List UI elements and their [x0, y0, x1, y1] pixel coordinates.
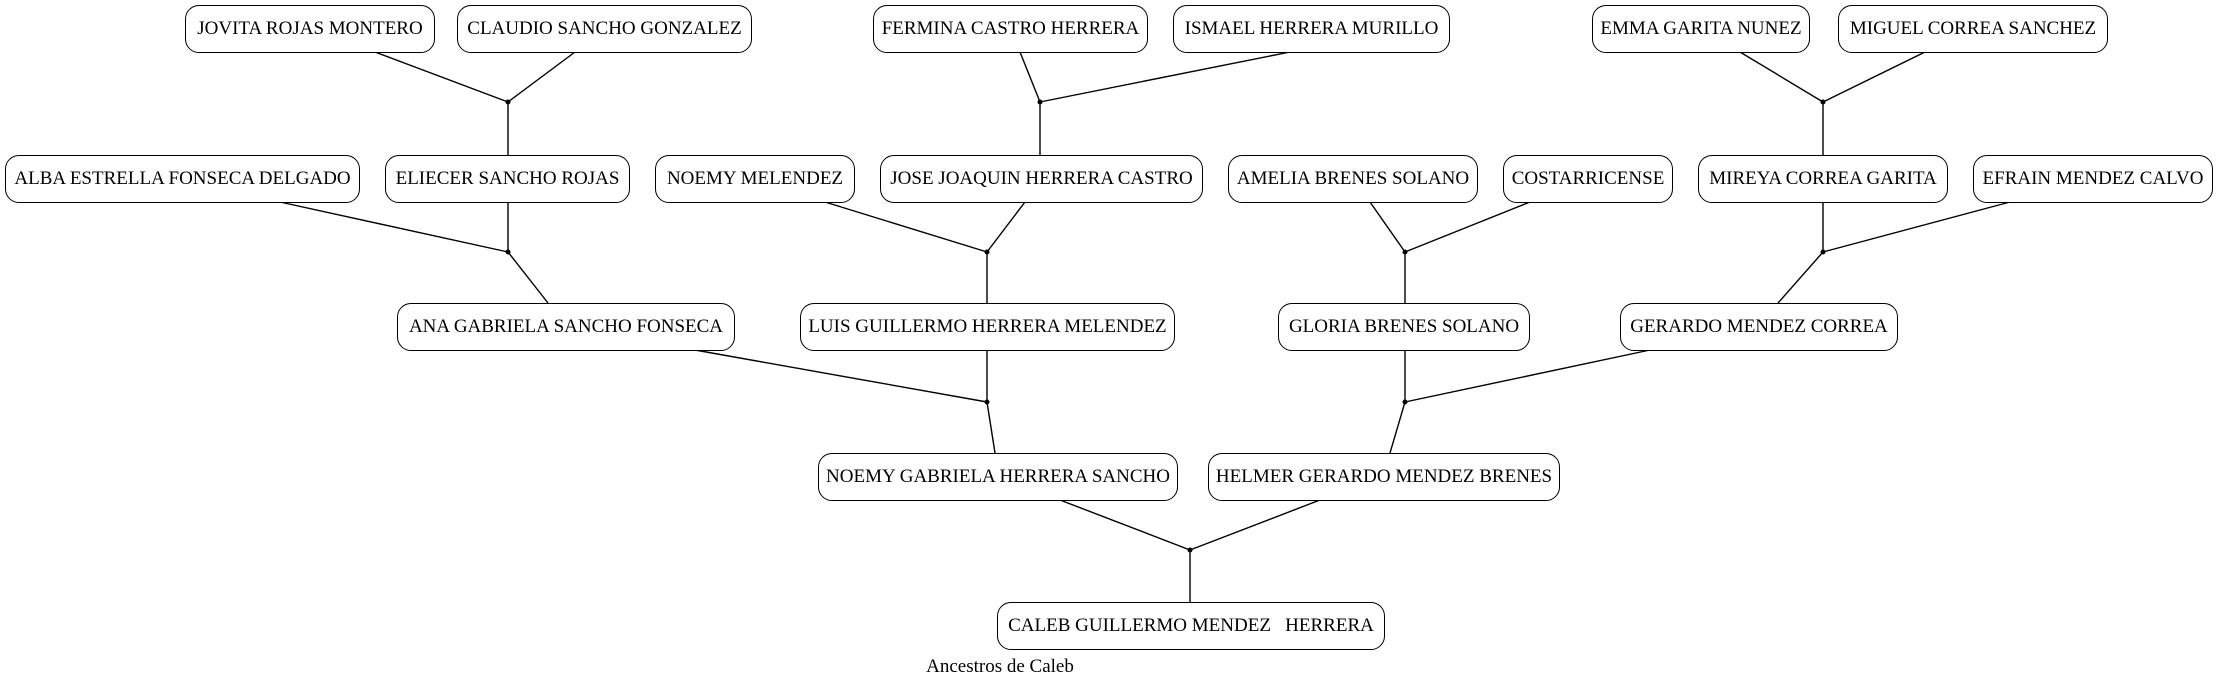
person-gloria-brenes-solano[interactable]: GLORIA BRENES SOLANO: [1278, 303, 1530, 351]
person-gerardo-mendez-correa[interactable]: GERARDO MENDEZ CORREA: [1620, 303, 1898, 351]
connector-line: [1369, 201, 1406, 253]
junction-dot: [984, 249, 990, 255]
person-costarricense[interactable]: COSTARRICENSE: [1503, 155, 1673, 203]
connector-line: [1389, 401, 1406, 454]
person-fermina-castro-herrera[interactable]: FERMINA CASTRO HERRERA: [873, 5, 1148, 53]
connector-line: [986, 401, 996, 454]
person-luis-guillermo-herrera-melendez[interactable]: LUIS GUILLERMO HERRERA MELENDEZ: [800, 303, 1175, 351]
connector-line: [1822, 51, 1926, 103]
connector-line: [1404, 201, 1531, 253]
diagram-caption: Ancestros de Caleb: [926, 656, 1074, 677]
person-emma-garita-nunez[interactable]: EMMA GARITA NUNEZ: [1592, 5, 1810, 53]
connector-line: [1822, 201, 2011, 253]
person-claudio-sancho-gonzalez[interactable]: CLAUDIO SANCHO GONZALEZ: [457, 5, 752, 53]
connector-line: [1739, 51, 1824, 103]
person-ana-gabriela-sancho-fonseca[interactable]: ANA GABRIELA SANCHO FONSECA: [397, 303, 735, 351]
junction-dot: [1402, 249, 1408, 255]
person-jose-joaquin-herrera-castro[interactable]: JOSE JOAQUIN HERRERA CASTRO: [880, 155, 1203, 203]
junction-dot: [505, 99, 511, 105]
connector-line: [1189, 499, 1321, 551]
junction-dot: [1820, 249, 1826, 255]
person-jovita-rojas-montero[interactable]: JOVITA ROJAS MONTERO: [185, 5, 435, 53]
connector-line: [694, 349, 988, 403]
connector-line: [1059, 499, 1191, 551]
person-efrain-mendez-calvo[interactable]: EFRAIN MENDEZ CALVO: [1973, 155, 2213, 203]
connector-line: [374, 51, 509, 103]
connector-line: [1777, 251, 1824, 304]
connector-line: [1404, 349, 1651, 403]
connector-line: [507, 251, 549, 304]
junction-dot: [1037, 99, 1043, 105]
person-helmer-gerardo-mendez-brenes[interactable]: HELMER GERARDO MENDEZ BRENES: [1208, 453, 1560, 501]
person-mireya-correa-garita[interactable]: MIREYA CORREA GARITA: [1698, 155, 1948, 203]
junction-dot: [505, 249, 511, 255]
connector-line: [986, 201, 1026, 253]
connector-line: [1019, 51, 1041, 103]
person-eliecer-sancho-rojas[interactable]: ELIECER SANCHO ROJAS: [385, 155, 630, 203]
person-amelia-brenes-solano[interactable]: AMELIA BRENES SOLANO: [1228, 155, 1478, 203]
person-alba-estrella-fonseca-delgado[interactable]: ALBA ESTRELLA FONSECA DELGADO: [5, 155, 360, 203]
connector-line: [507, 51, 576, 103]
person-noemy-gabriela-herrera-sancho[interactable]: NOEMY GABRIELA HERRERA SANCHO: [818, 453, 1178, 501]
junction-dot: [984, 399, 990, 405]
junction-dot: [1187, 547, 1193, 553]
connector-line: [824, 201, 988, 253]
person-ismael-herrera-murillo[interactable]: ISMAEL HERRERA MURILLO: [1173, 5, 1450, 53]
junction-dot: [1402, 399, 1408, 405]
connector-line: [1039, 51, 1291, 103]
person-noemy-melendez[interactable]: NOEMY MELENDEZ: [655, 155, 855, 203]
junction-dot: [1820, 99, 1826, 105]
connector-line: [279, 201, 509, 253]
person-miguel-correa-sanchez[interactable]: MIGUEL CORREA SANCHEZ: [1838, 5, 2108, 53]
person-caleb-guillermo-mendez-herrera[interactable]: CALEB GUILLERMO MENDEZ HERRERA: [997, 602, 1385, 650]
